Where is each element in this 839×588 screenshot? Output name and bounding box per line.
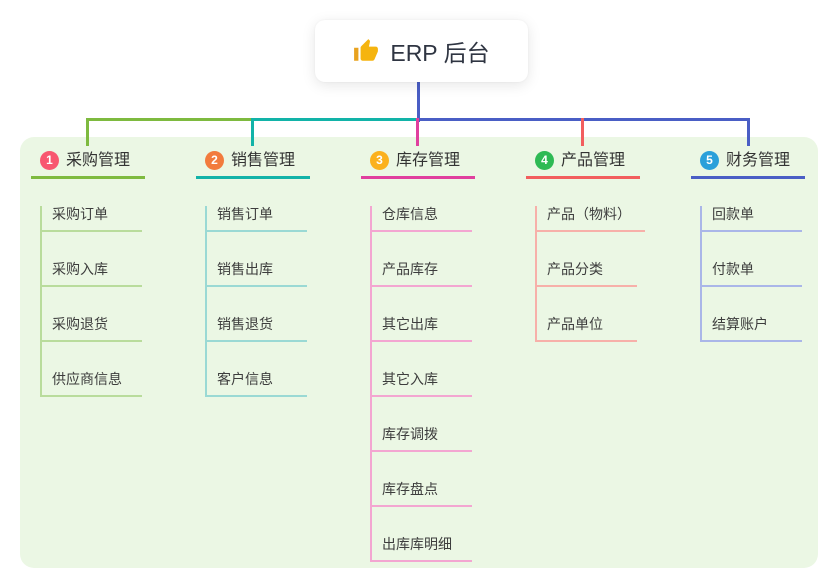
branches-backdrop [20,137,818,568]
mindmap-item[interactable]: 销售退货 [207,316,307,342]
branch-finance: 5 财务管理 回款单 付款单 结算账户 [691,149,805,342]
branch-items: 采购订单 采购入库 采购退货 供应商信息 [40,206,145,397]
mindmap-item[interactable]: 采购入库 [42,261,142,287]
branch-items: 回款单 付款单 结算账户 [700,206,805,342]
branch-items: 仓库信息 产品库存 其它出库 其它入库 库存调拨 库存盘点 出库库明细 [370,206,475,562]
mindmap-item[interactable]: 回款单 [702,206,802,232]
thumbs-up-icon [353,38,379,64]
mindmap-item[interactable]: 销售出库 [207,261,307,287]
branch-sales: 2 销售管理 销售订单 销售出库 销售退货 客户信息 [196,149,310,397]
connector-branch5-drop [747,118,750,146]
mindmap-item[interactable]: 出库库明细 [372,536,472,562]
mindmap-item[interactable]: 采购订单 [42,206,142,232]
mindmap-item[interactable]: 仓库信息 [372,206,472,232]
root-label: ERP 后台 [390,40,490,66]
connector-branch2-drop [251,118,254,146]
badge-2: 2 [205,151,224,170]
mindmap-item[interactable]: 库存调拨 [372,426,472,452]
branch-title-product[interactable]: 4 产品管理 [526,149,640,179]
branch-label: 销售管理 [231,152,296,169]
mindmap-item[interactable]: 其它入库 [372,371,472,397]
mindmap-item[interactable]: 付款单 [702,261,802,287]
branch-label: 采购管理 [66,152,131,169]
mindmap-item[interactable]: 产品单位 [537,316,637,342]
badge-4: 4 [535,151,554,170]
connector-branch4-drop [581,118,584,146]
badge-3: 3 [370,151,389,170]
branch-inventory: 3 库存管理 仓库信息 产品库存 其它出库 其它入库 库存调拨 库存盘点 出库库… [361,149,475,562]
mindmap-item[interactable]: 其它出库 [372,316,472,342]
mindmap-item[interactable]: 采购退货 [42,316,142,342]
mindmap-item[interactable]: 产品分类 [537,261,637,287]
branch-title-sales[interactable]: 2 销售管理 [196,149,310,179]
branch-items: 产品（物料） 产品分类 产品单位 [535,206,645,342]
branch-label: 库存管理 [396,152,461,169]
branch-purchase: 1 采购管理 采购订单 采购入库 采购退货 供应商信息 [31,149,145,397]
branch-title-inventory[interactable]: 3 库存管理 [361,149,475,179]
branch-items: 销售订单 销售出库 销售退货 客户信息 [205,206,310,397]
mindmap-item[interactable]: 产品库存 [372,261,472,287]
connector-root-stem [417,82,420,122]
connector-branch1-drop [86,118,89,146]
branch-label: 财务管理 [726,152,791,169]
badge-1: 1 [40,151,59,170]
connector-branch3-drop [416,118,419,146]
branch-label: 产品管理 [561,152,626,169]
branch-product: 4 产品管理 产品（物料） 产品分类 产品单位 [526,149,645,342]
connector-branch2-horiz [251,118,420,121]
branch-title-finance[interactable]: 5 财务管理 [691,149,805,179]
branch-title-purchase[interactable]: 1 采购管理 [31,149,145,179]
mindmap-item[interactable]: 结算账户 [702,316,802,342]
mindmap-item[interactable]: 供应商信息 [42,371,142,397]
mindmap-item[interactable]: 销售订单 [207,206,307,232]
root-node[interactable]: ERP 后台 [315,20,528,82]
badge-5: 5 [700,151,719,170]
mindmap-item[interactable]: 客户信息 [207,371,307,397]
mindmap-item[interactable]: 库存盘点 [372,481,472,507]
mindmap-item[interactable]: 产品（物料） [537,206,645,232]
